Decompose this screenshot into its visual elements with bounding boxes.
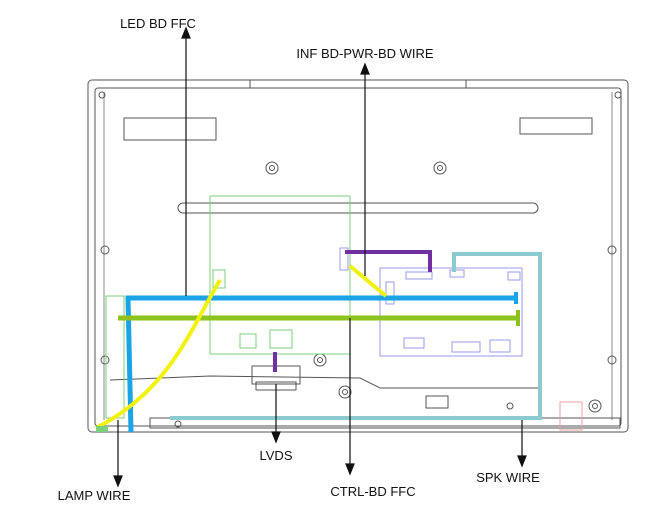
- control-board-connector-b: [449, 269, 465, 278]
- arrow-lvds-head: [271, 431, 281, 444]
- label-ctrl-bd-ffc: CTRL-BD FFC: [330, 484, 415, 499]
- power-board-component-a: [239, 333, 257, 349]
- center-rail-slot: [177, 202, 539, 214]
- control-board-chip-a: [403, 337, 425, 349]
- control-board-connector-d: [507, 271, 521, 281]
- lamp-board-outline: [105, 295, 125, 419]
- led-bd-ffc: [125, 295, 518, 433]
- inf-bd-pwr-bd-wire: [345, 250, 432, 272]
- label-led-bd-ffc: LED BD FFC: [120, 16, 196, 31]
- control-board-chip-c: [489, 339, 511, 353]
- callout-arrows: [113, 26, 527, 488]
- lower-support-plate: [109, 375, 540, 389]
- control-board: [339, 247, 523, 357]
- top-stand-bracket: [249, 79, 467, 89]
- lamp-wire-branch: [348, 264, 388, 298]
- wires: [95, 250, 542, 433]
- label-inf-bd-pwr-bd-wire: INF BD-PWR-BD WIRE: [296, 46, 434, 61]
- chassis-outer-frame: [87, 79, 629, 433]
- arrow-led-bd-ffc-head: [181, 26, 191, 39]
- power-board-component-b: [269, 329, 293, 349]
- label-spk-wire: SPK WIRE: [476, 470, 540, 485]
- control-board-chip-b: [451, 341, 481, 353]
- bottom-bracket: [425, 395, 449, 409]
- arrow-ctrl-head: [345, 463, 355, 476]
- lamp-connector: [96, 426, 108, 432]
- spk-wire: [170, 252, 542, 420]
- power-board-connector: [212, 269, 226, 289]
- arrow-lamp-head: [113, 475, 123, 488]
- chassis-inner-frame: [94, 87, 622, 427]
- label-lamp-wire: LAMP WIRE: [58, 488, 131, 503]
- tv-chassis: [87, 79, 629, 433]
- arrow-spk-head: [517, 455, 527, 468]
- control-board-connector-a: [405, 271, 433, 280]
- control-board-connector-c: [385, 281, 395, 305]
- speaker-connector: [559, 401, 583, 431]
- arrow-inf-head: [360, 62, 370, 75]
- lamp-wire: [95, 278, 222, 430]
- right-label-slot: [519, 117, 593, 135]
- left-label-slot: [123, 117, 217, 141]
- power-board-outline: [209, 195, 351, 355]
- control-board-header: [339, 247, 349, 271]
- power-board: [105, 195, 351, 419]
- screw-holes: [98, 91, 622, 428]
- label-lvds: LVDS: [260, 448, 293, 463]
- control-board-outline: [379, 267, 523, 357]
